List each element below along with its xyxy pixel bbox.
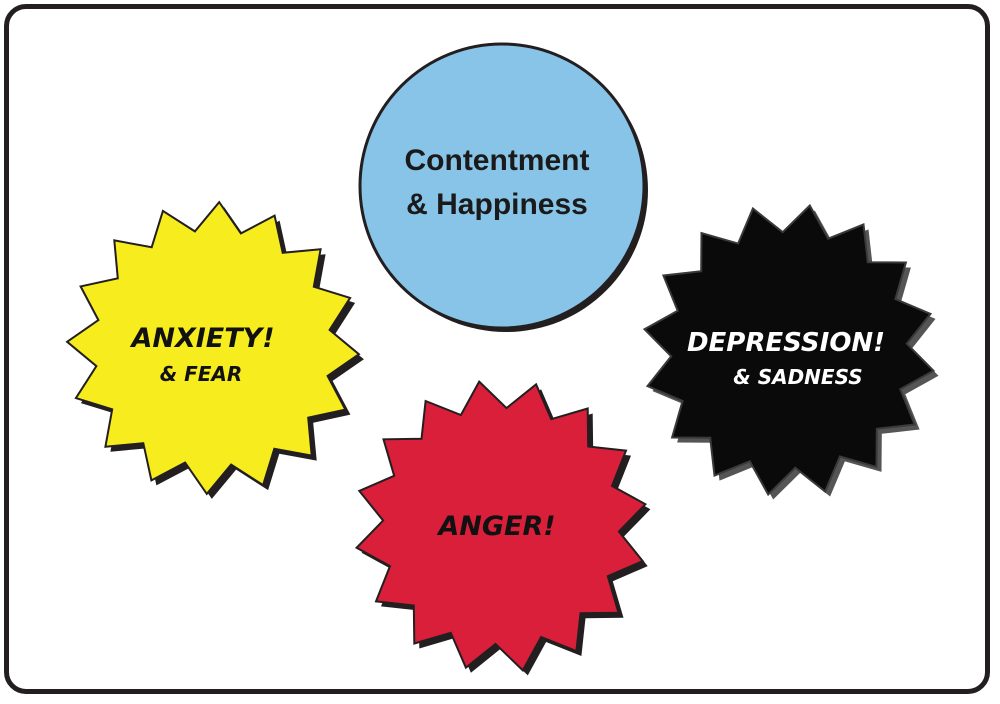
depression-starburst xyxy=(642,203,936,497)
anger-bubble: ANGER! xyxy=(354,379,651,676)
fear-label: & FEAR xyxy=(160,362,243,386)
anger-label: ANGER! xyxy=(436,511,555,542)
anxiety-bubble: ANXIETY! & FEAR xyxy=(65,200,364,499)
anxiety-label: ANXIETY! xyxy=(129,323,274,354)
contentment-label: Contentment xyxy=(405,144,590,177)
depression-bubble: DEPRESSION! & SADNESS xyxy=(642,203,939,500)
contentment-circle xyxy=(358,42,646,330)
contentment-bubble: Contentment & Happiness xyxy=(358,42,648,332)
depression-label: DEPRESSION! xyxy=(687,328,885,358)
anxiety-starburst xyxy=(65,200,361,496)
happiness-label: & Happiness xyxy=(406,188,588,221)
sadness-label: & SADNESS xyxy=(733,365,862,389)
anger-starburst xyxy=(354,379,648,673)
